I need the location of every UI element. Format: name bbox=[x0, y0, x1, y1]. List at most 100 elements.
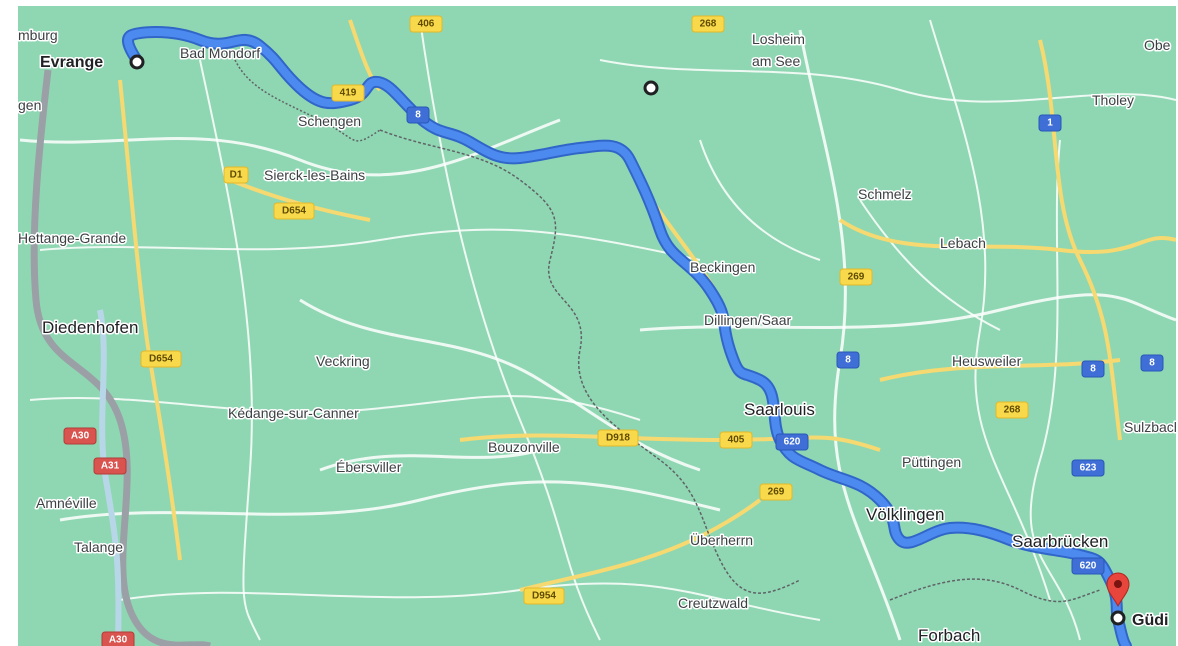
place-label-hettange: Hettange-Grande bbox=[18, 230, 126, 246]
minor-road bbox=[419, 19, 601, 641]
road-shield-bg bbox=[836, 351, 860, 369]
road-shield-label: 269 bbox=[848, 272, 865, 283]
road-shield-label: D918 bbox=[606, 433, 630, 444]
road-shield-405: 405 bbox=[719, 431, 753, 449]
route-path bbox=[124, 28, 1130, 646]
minor-road bbox=[59, 480, 721, 522]
road-shield-label: D1 bbox=[230, 170, 243, 181]
road-shield-label: A30 bbox=[71, 431, 90, 442]
route-line[interactable] bbox=[122, 26, 1132, 646]
road-shield-bg bbox=[1071, 459, 1105, 477]
destination-pin-icon[interactable] bbox=[1106, 572, 1130, 608]
road-shield-label: 405 bbox=[728, 435, 745, 446]
road-shield-label: 268 bbox=[700, 19, 717, 30]
place-label-sierck: Sierck-les-Bains bbox=[264, 167, 365, 183]
minor-road bbox=[39, 228, 701, 261]
road-shield-bg bbox=[1081, 360, 1105, 378]
minor-road bbox=[859, 199, 1001, 331]
major-road bbox=[838, 218, 1176, 255]
place-label-forbach: Forbach bbox=[918, 626, 980, 645]
place-label-heusweiler: Heusweiler bbox=[952, 353, 1022, 369]
place-label-tholey: Tholey bbox=[1092, 92, 1134, 108]
road-shield-268a: 268 bbox=[691, 15, 725, 33]
road-shield-label: A31 bbox=[101, 461, 120, 472]
place-label-evrange: Evrange bbox=[40, 54, 103, 71]
road-shield-269b: 269 bbox=[759, 483, 793, 501]
place-label-luxemburg: mburg bbox=[18, 27, 58, 43]
place-label-schmelz: Schmelz bbox=[858, 186, 912, 202]
road-shield-620a: 620 bbox=[775, 433, 809, 451]
road-shield-8b: 8 bbox=[836, 351, 860, 369]
minor-road bbox=[299, 298, 701, 472]
road-shield-bg bbox=[331, 84, 365, 102]
road-shield-620b: 620 bbox=[1071, 557, 1105, 575]
road-shield-label: 269 bbox=[768, 487, 785, 498]
road-shield-label: 623 bbox=[1080, 463, 1097, 474]
minor-road bbox=[798, 29, 902, 641]
minor-road bbox=[699, 139, 821, 261]
place-label-gudingen: Güdi bbox=[1132, 612, 1168, 629]
route-outline bbox=[122, 26, 1132, 646]
road-shield-label: D954 bbox=[532, 591, 556, 602]
minor-road bbox=[929, 19, 1051, 601]
route-start-marker[interactable] bbox=[129, 54, 145, 70]
road-shield-bg bbox=[406, 106, 430, 124]
road-shield-label: 620 bbox=[1080, 561, 1097, 572]
road-shield-d918: D918 bbox=[597, 429, 639, 447]
road-shield-label: 406 bbox=[418, 19, 435, 30]
route-end-marker[interactable] bbox=[1110, 610, 1126, 626]
road-shield-bg bbox=[775, 433, 809, 451]
place-label-beckingen: Beckingen bbox=[690, 259, 755, 275]
road-shield-bg bbox=[597, 429, 639, 447]
road-shield-label: 268 bbox=[1004, 405, 1021, 416]
minor-road bbox=[119, 582, 821, 621]
place-label-bouzonville: Bouzonville bbox=[488, 439, 560, 455]
place-label-talange: Talange bbox=[74, 539, 123, 555]
road-shield-bg bbox=[93, 457, 127, 475]
minor-road bbox=[1029, 139, 1081, 641]
minor-road bbox=[599, 59, 1176, 103]
road-shield-label: 8 bbox=[1149, 358, 1155, 369]
road-shield-bg bbox=[691, 15, 725, 33]
place-label-ebersviller: Ébersviller bbox=[336, 459, 402, 475]
waypoint-marker[interactable] bbox=[643, 80, 659, 96]
place-label-saarlouis: Saarlouis bbox=[744, 400, 815, 419]
route-markers[interactable] bbox=[129, 54, 1130, 626]
road-shield-label: 1 bbox=[1047, 118, 1053, 129]
place-label-creutzwald: Creutzwald bbox=[678, 595, 748, 611]
road-shield-1: 1 bbox=[1038, 114, 1062, 132]
place-label-lebach: Lebach bbox=[940, 235, 986, 251]
river-moselle bbox=[97, 309, 122, 646]
road-shield-bg bbox=[719, 431, 753, 449]
major-road bbox=[459, 433, 881, 452]
place-label-saarbrucken: Saarbrücken bbox=[1012, 532, 1108, 551]
road-shield-a31: A31 bbox=[93, 457, 127, 475]
road-shield-label: 8 bbox=[845, 355, 851, 366]
road-shield-269a: 269 bbox=[839, 268, 873, 286]
road-shield-bg bbox=[523, 587, 565, 605]
road-shield-406: 406 bbox=[409, 15, 443, 33]
place-label-schengen: Schengen bbox=[298, 113, 361, 129]
place-label-kedange: Kédange-sur-Canner bbox=[228, 405, 359, 421]
road-shield-bg bbox=[140, 350, 182, 368]
country-borders bbox=[234, 59, 1101, 603]
road-shield-bg bbox=[101, 631, 135, 646]
place-label-obe: Obe bbox=[1144, 37, 1171, 53]
place-label-puttlingen: Püttingen bbox=[902, 454, 961, 470]
road-shield-bg bbox=[1038, 114, 1062, 132]
place-label-amneville: Amnéville bbox=[36, 495, 97, 511]
road-shield-623: 623 bbox=[1071, 459, 1105, 477]
road-shield-268b: 268 bbox=[995, 401, 1029, 419]
place-label-diedenhofen: Diedenhofen bbox=[42, 318, 138, 337]
road-shield-bg bbox=[273, 202, 315, 220]
road-shield-8d: 8 bbox=[1140, 354, 1164, 372]
road-shield-bg bbox=[63, 427, 97, 445]
place-label-am-see: am See bbox=[752, 53, 800, 69]
road-shield-label: 620 bbox=[784, 437, 801, 448]
border-lux bbox=[234, 59, 381, 142]
minor-road bbox=[29, 395, 641, 421]
